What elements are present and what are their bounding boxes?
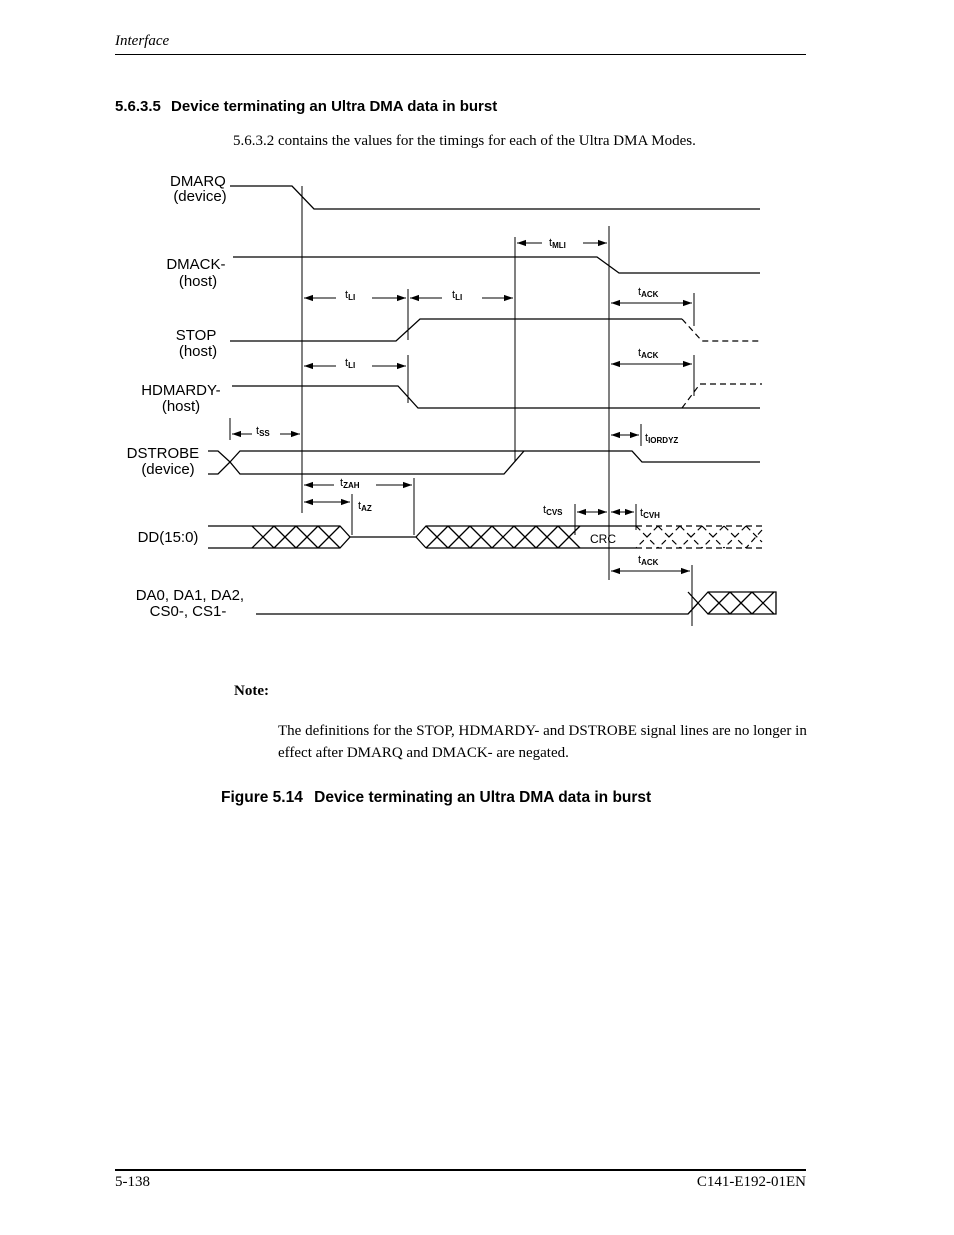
- dd-label: DD(15:0): [138, 529, 199, 546]
- da-bus: [256, 591, 777, 615]
- dstrobe-label: DSTROBE (device): [127, 445, 204, 478]
- document-code: C141-E192-01EN: [696, 1174, 806, 1190]
- dmack-waveform: [233, 256, 760, 274]
- stop-waveform: [230, 318, 682, 342]
- hdmardy-waveform: [232, 385, 760, 409]
- hdmardy-label: HDMARDY- (host): [141, 382, 225, 415]
- note-label: Note:: [234, 683, 269, 699]
- tzah-label: tZAH: [340, 477, 360, 490]
- running-header: Interface: [115, 33, 170, 49]
- tss-label: tSS: [256, 425, 270, 438]
- hdmardy-waveform-undefined: [681, 383, 762, 409]
- section-title: Device terminating an Ultra DMA data in …: [171, 98, 498, 115]
- dmack-label: DMACK- (host): [166, 256, 229, 290]
- page-number: 5-138: [115, 1174, 150, 1190]
- note-text: The definitions for the STOP, HDMARDY- a…: [278, 723, 807, 761]
- tack-label: tACK: [638, 347, 659, 360]
- figure-caption: Figure 5.14 Device terminating an Ultra …: [221, 789, 651, 807]
- tcvh-label: tCVH: [640, 507, 660, 520]
- da-label: DA0, DA1, DA2, CS0-, CS1-: [136, 587, 249, 620]
- dd-bus: [208, 525, 763, 549]
- dmarq-waveform: [230, 185, 760, 210]
- tack-label: tACK: [638, 554, 659, 567]
- stop-label: STOP (host): [176, 327, 220, 360]
- dmarq-label: DMARQ (device): [170, 173, 230, 205]
- reference-lines: [229, 186, 695, 626]
- tli-label: tLI: [345, 289, 355, 302]
- footer-rule: [115, 1169, 806, 1171]
- header-rule: [115, 54, 806, 55]
- section-heading: 5.6.3.5 Device terminating an Ultra DMA …: [115, 98, 497, 115]
- timing-diagram: DMARQ (device) DMACK- (host) STOP (host)…: [127, 173, 777, 626]
- tack-label: tACK: [638, 286, 659, 299]
- tiordyz-label: tIORDYZ: [645, 432, 678, 445]
- tli-label: tLI: [345, 357, 355, 370]
- timing-arrows: [232, 239, 692, 575]
- tmli-label: tMLI: [549, 237, 566, 250]
- tli-label: tLI: [452, 289, 462, 302]
- figure-number: Figure 5.14: [221, 789, 303, 806]
- crc-label: CRC: [590, 532, 616, 546]
- intro-paragraph: 5.6.3.2 contains the values for the timi…: [233, 133, 696, 149]
- taz-label: tAZ: [358, 500, 372, 513]
- section-number: 5.6.3.5: [115, 98, 161, 115]
- dstrobe-waveform: [208, 450, 760, 475]
- figure-title: Device terminating an Ultra DMA data in …: [314, 789, 652, 806]
- tcvs-label: tCVS: [543, 504, 563, 517]
